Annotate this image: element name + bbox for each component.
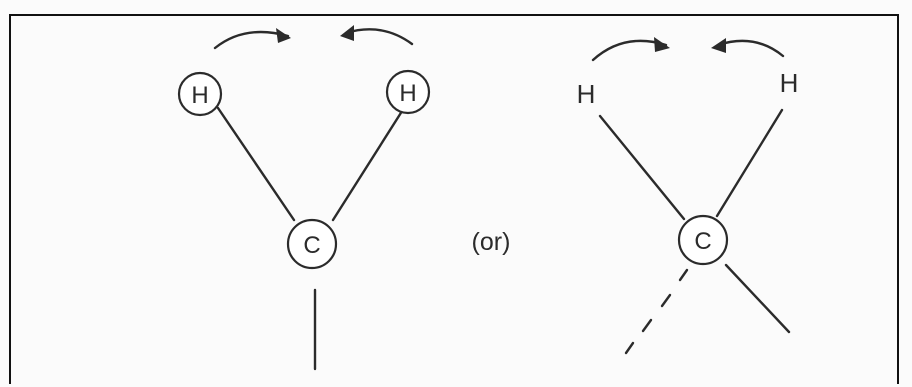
right-structure-right-arrow-head bbox=[711, 38, 726, 53]
left-structure-left-h-ring bbox=[177, 71, 223, 117]
left-structure-right-arrow-head bbox=[340, 25, 354, 41]
left-structure-right-h-label: H bbox=[399, 80, 416, 107]
right-structure-dash-3 bbox=[641, 318, 653, 333]
left-structure-c-label: C bbox=[303, 232, 320, 259]
right-structure: H H C bbox=[577, 37, 799, 355]
right-structure-c-label: C bbox=[694, 228, 711, 255]
left-structure-right-arrow bbox=[344, 28, 414, 46]
right-structure-c-ring bbox=[677, 214, 729, 266]
right-h-to-c-bond bbox=[331, 106, 406, 222]
right-structure-dash-1 bbox=[678, 268, 689, 282]
or-separator: (or) bbox=[472, 228, 511, 256]
diagram-frame bbox=[9, 14, 899, 384]
left-structure-left-h-label: H bbox=[191, 82, 208, 109]
left-structure-right-h-ring bbox=[385, 69, 431, 115]
right-structure-left-arrow-head bbox=[654, 37, 670, 52]
left-structure: H H C bbox=[177, 25, 431, 371]
right-structure-right-h-bond bbox=[715, 108, 784, 218]
right-structure-dash-2 bbox=[660, 293, 672, 308]
right-structure-right-h-label: H bbox=[780, 68, 799, 98]
right-structure-right-arrow bbox=[716, 39, 785, 58]
left-h-to-c-bond bbox=[216, 106, 296, 222]
right-structure-left-h-bond bbox=[598, 114, 686, 221]
left-structure-c-ring bbox=[286, 218, 338, 270]
left-structure-left-arrow-head bbox=[276, 28, 291, 43]
right-structure-left-h-label: H bbox=[577, 79, 596, 109]
right-structure-dash-4 bbox=[624, 341, 635, 355]
right-structure-wedge-bond bbox=[724, 263, 791, 334]
